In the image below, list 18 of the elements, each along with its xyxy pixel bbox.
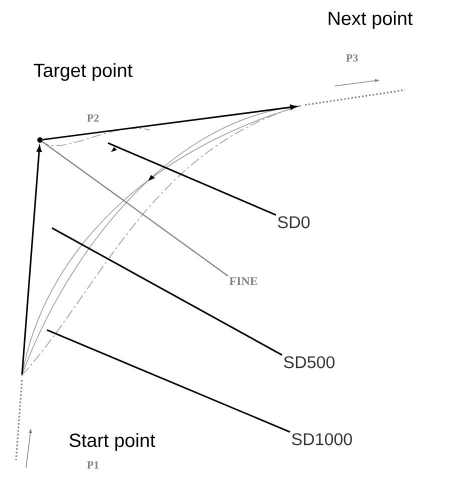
point-name: P3	[346, 54, 358, 62]
leader-label: FINE	[229, 277, 258, 286]
leader-line	[46, 329, 290, 433]
leader-line	[108, 142, 276, 216]
point-marker	[21, 374, 23, 376]
point-name: P1	[87, 461, 99, 469]
point-label: Target point	[34, 63, 132, 81]
point-marker	[299, 105, 301, 107]
point-marker	[37, 137, 43, 143]
leader-label: SD0	[278, 216, 310, 228]
arrow	[42, 104, 296, 140]
leader-label: SD1000	[292, 433, 352, 446]
leader-label: SD500	[284, 356, 335, 368]
leader-line	[52, 227, 282, 356]
point-label: Start point	[70, 433, 156, 451]
point-label: Next point	[328, 11, 413, 29]
point-name: P2	[87, 114, 99, 122]
arrow	[21, 146, 42, 374]
